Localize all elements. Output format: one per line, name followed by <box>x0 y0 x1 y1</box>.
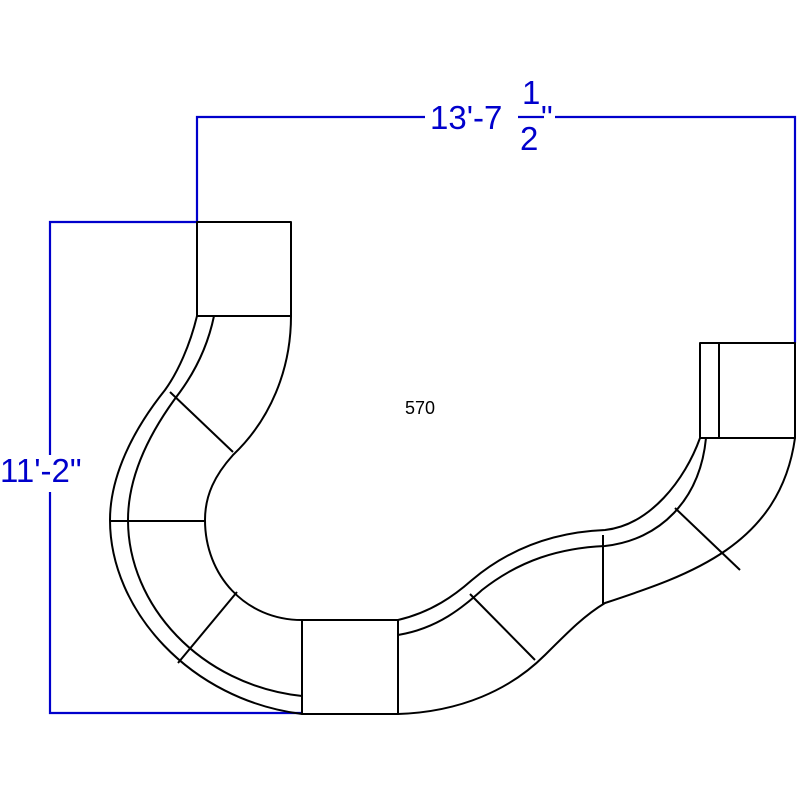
model-number-label: 570 <box>405 398 435 418</box>
depth-dimension-lines <box>48 220 302 715</box>
center-chair <box>301 619 399 715</box>
width-dimension-denominator: 2 <box>520 120 538 157</box>
right-curve-back-line <box>397 437 707 636</box>
width-dimension-lines <box>195 115 797 343</box>
depth-dim-bottom-leader <box>48 492 302 715</box>
width-dimension-whole: 13'-7 <box>430 99 502 136</box>
width-dimension-label: 13'-7 1 2 " <box>430 74 553 157</box>
left-curve-outer-edge <box>109 315 303 715</box>
width-dimension-numerator: 1 <box>522 74 540 111</box>
sofa-outline <box>109 221 796 715</box>
left-curve-divider-3 <box>177 591 238 664</box>
right-curve-inner-edge <box>397 437 701 621</box>
width-dimension-inch-mark: " <box>541 99 553 136</box>
left-curve-inner-edge <box>204 315 303 621</box>
right-curve-divider-3 <box>674 507 741 571</box>
right-end-chair <box>699 342 796 439</box>
left-curve-back-line <box>127 315 303 697</box>
depth-dim-top-leader <box>48 220 197 455</box>
width-dim-right-leader <box>555 115 797 343</box>
right-curve-divider-1 <box>469 593 536 661</box>
left-end-chair <box>196 221 292 317</box>
right-curve-outer-edge <box>397 437 796 715</box>
width-dim-left-leader <box>195 115 425 222</box>
depth-dimension-label: 11'-2" <box>0 452 82 489</box>
left-curve-divider-1 <box>169 391 234 453</box>
